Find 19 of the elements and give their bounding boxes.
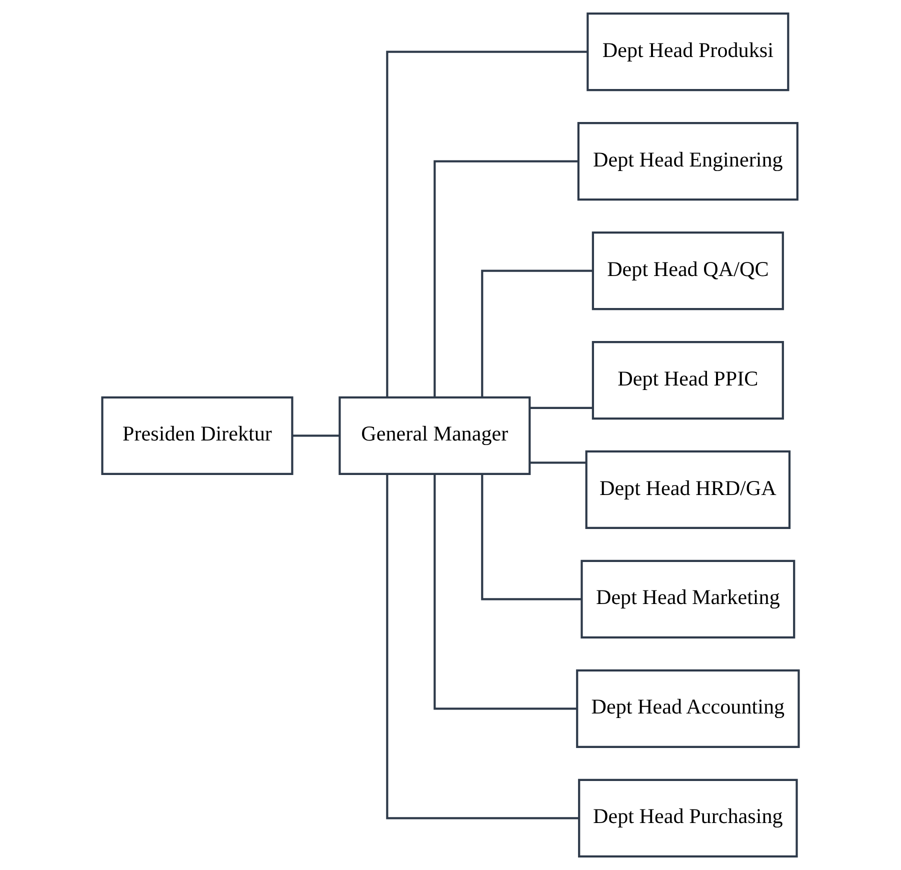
node-box: Dept Head QA/QC xyxy=(592,231,784,310)
connector xyxy=(434,474,577,710)
node-box: Dept Head Marketing xyxy=(580,560,796,639)
connector xyxy=(386,474,579,820)
connector xyxy=(530,406,593,410)
node-box: Dept Head Purchasing xyxy=(578,778,798,858)
connector xyxy=(530,462,586,464)
node-box: General Manager xyxy=(338,396,531,475)
connector xyxy=(481,270,593,397)
node-box: Dept Head Produksi xyxy=(586,12,790,92)
node-box: Presiden Direktur xyxy=(101,396,294,475)
node-box: Dept Head PPIC xyxy=(592,340,784,420)
connector xyxy=(434,160,578,397)
connector xyxy=(481,474,582,600)
node-box: Dept Head HRD/GA xyxy=(585,450,791,530)
connector xyxy=(292,434,340,437)
node-box: Dept Head Accounting xyxy=(576,669,800,748)
connector xyxy=(386,50,588,398)
node-box: Dept Head Enginering xyxy=(577,122,798,201)
